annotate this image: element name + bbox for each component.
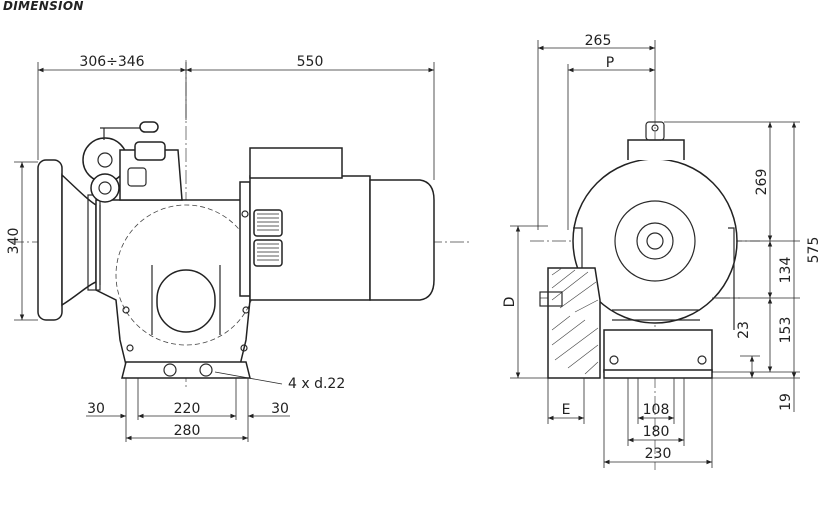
dim-269-label: 269 bbox=[754, 169, 770, 196]
inlet-flange bbox=[37, 159, 63, 321]
shaft-ring bbox=[636, 222, 674, 260]
base-foot bbox=[121, 361, 251, 379]
dim-30-right-label: 30 bbox=[271, 401, 289, 417]
section-hatching bbox=[551, 267, 599, 375]
dim-p-label: P bbox=[606, 55, 614, 71]
foot-bolt bbox=[163, 363, 177, 377]
dim-220-label: 220 bbox=[174, 401, 201, 417]
side-base bbox=[603, 369, 713, 379]
brake-cap bbox=[134, 141, 166, 161]
mount-hole bbox=[122, 306, 130, 314]
side-view: 265 P D 269 575 134 153 23 19 bbox=[502, 33, 822, 470]
handwheel-hub bbox=[97, 152, 113, 168]
lever-grip bbox=[139, 121, 159, 133]
top-lug bbox=[645, 121, 665, 141]
base-hole bbox=[609, 355, 619, 365]
dim-23-label: 23 bbox=[736, 321, 752, 339]
mount-hole bbox=[240, 344, 248, 352]
top-lug-hole bbox=[651, 124, 659, 132]
dim-d-label: D bbox=[502, 297, 518, 308]
lower-knob-hub bbox=[98, 181, 112, 195]
mount-hole bbox=[126, 344, 134, 352]
mount-hole bbox=[242, 306, 250, 314]
lower-knob bbox=[90, 173, 120, 203]
dim-153-label: 153 bbox=[778, 317, 794, 344]
foot-bolt bbox=[199, 363, 213, 377]
shaft-center bbox=[646, 232, 664, 250]
bore-boss bbox=[151, 265, 221, 335]
dim-550-label: 550 bbox=[297, 54, 324, 70]
upper-grille bbox=[253, 209, 283, 237]
key-slot bbox=[539, 291, 563, 307]
terminal-box bbox=[249, 147, 343, 179]
holes-leader bbox=[214, 371, 283, 385]
dim-19-label: 19 bbox=[778, 393, 794, 411]
motor-housing bbox=[249, 175, 371, 301]
mount-hole bbox=[241, 210, 249, 218]
holes-note-label: 4 x d.22 bbox=[288, 376, 345, 392]
base-hole bbox=[697, 355, 707, 365]
front-view: 306÷346 550 340 30 220 30 280 4 x d.22 bbox=[6, 54, 470, 442]
motor-boss-circle bbox=[614, 200, 696, 282]
dim-30-left-label: 30 bbox=[87, 401, 105, 417]
dim-265-label: 265 bbox=[585, 33, 612, 49]
dim-180-label: 180 bbox=[643, 424, 670, 440]
dim-108-label: 108 bbox=[643, 402, 670, 418]
dim-134-label: 134 bbox=[778, 257, 794, 284]
brake-window bbox=[127, 167, 147, 187]
output-section bbox=[547, 267, 601, 379]
grille-slots bbox=[257, 213, 279, 261]
housing-ribs bbox=[612, 309, 700, 321]
dim-230-label: 230 bbox=[645, 446, 672, 462]
housing-lower bbox=[603, 329, 713, 373]
dim-280-label: 280 bbox=[174, 423, 201, 439]
dim-e-label: E bbox=[562, 402, 571, 418]
lower-grille bbox=[253, 239, 283, 267]
terminal-box-top bbox=[627, 139, 685, 160]
dim-340-label: 340 bbox=[6, 228, 22, 255]
motor-flange bbox=[239, 181, 251, 297]
page-title: DIMENSION bbox=[3, 0, 84, 13]
motor-fan-cover bbox=[369, 179, 435, 301]
output-bore bbox=[156, 269, 216, 333]
dim-575-label: 575 bbox=[806, 237, 822, 264]
dim-306-346-label: 306÷346 bbox=[79, 54, 144, 70]
